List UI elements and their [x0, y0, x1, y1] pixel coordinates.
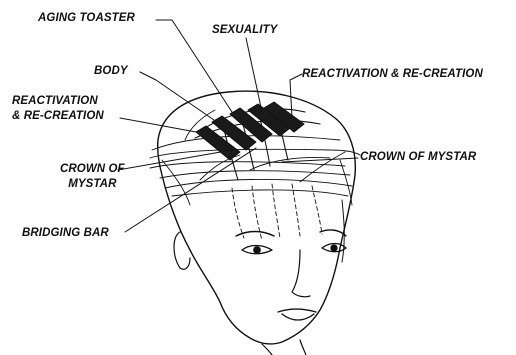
label-reactivation-left-line1: REACTIVATION — [12, 94, 104, 109]
mouth — [278, 309, 316, 320]
left-eye — [242, 246, 272, 254]
label-body: BODY — [94, 64, 128, 79]
right-eye — [322, 244, 346, 252]
label-reactivation-left-line2: & RE-CREATION — [12, 109, 104, 124]
leader-lines — [118, 20, 358, 232]
ear — [174, 232, 190, 269]
label-crown-left-line1: CROWN OF — [60, 162, 125, 177]
guide-lines — [232, 184, 322, 240]
label-bridging-bar: BRIDGING BAR — [22, 226, 109, 241]
label-aging-toaster: AGING TOASTER — [38, 11, 135, 26]
leader-bridging-bar — [125, 148, 256, 232]
label-crown-right: CROWN OF MYSTAR — [360, 150, 476, 165]
label-reactivation-left: REACTIVATION & RE-CREATION — [12, 94, 104, 124]
neck — [262, 340, 306, 355]
label-reactivation-right: REACTIVATION & RE-CREATION — [302, 67, 483, 82]
nose — [292, 250, 310, 297]
leader-sexuality — [246, 38, 262, 112]
right-eyebrow — [320, 230, 346, 236]
label-crown-left-line2: MYSTAR — [60, 177, 125, 192]
cheek-contour — [342, 200, 344, 262]
label-crown-left: CROWN OF MYSTAR — [60, 162, 125, 192]
leader-reactivation-left — [120, 118, 196, 132]
label-sexuality: SEXUALITY — [212, 23, 277, 38]
